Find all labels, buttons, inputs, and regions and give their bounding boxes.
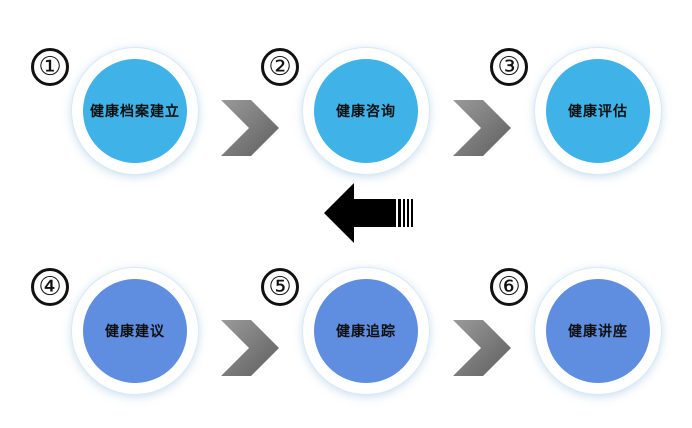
step-number-4: ④	[31, 268, 69, 306]
step-label-4: 健康建议	[105, 324, 165, 340]
step-node-fill: 健康档案建立	[83, 59, 187, 163]
step-node-fill: 健康建议	[83, 279, 187, 383]
chevron-right-icon	[221, 320, 279, 376]
step-node-fill: 健康咨询	[314, 59, 418, 163]
chevron-right-icon	[453, 100, 511, 156]
arrow-left-icon	[324, 183, 413, 243]
step-number-3: ③	[490, 48, 528, 86]
step-node-3: 健康评估	[535, 48, 661, 174]
step-number-6: ⑥	[490, 268, 528, 306]
step-node-6: 健康讲座	[535, 268, 661, 394]
step-label-2: 健康咨询	[336, 104, 396, 120]
chevron-right-icon	[221, 100, 279, 156]
step-number-1: ①	[31, 48, 69, 86]
step-label-1: 健康档案建立	[90, 104, 180, 120]
step-node-4: 健康建议	[72, 268, 198, 394]
step-number-5: ⑤	[261, 268, 299, 306]
step-node-5: 健康追踪	[303, 268, 429, 394]
step-node-fill: 健康评估	[546, 59, 650, 163]
step-node-fill: 健康追踪	[314, 279, 418, 383]
step-label-6: 健康讲座	[568, 324, 628, 340]
step-node-2: 健康咨询	[303, 48, 429, 174]
step-label-3: 健康评估	[568, 104, 628, 120]
step-node-1: 健康档案建立	[72, 48, 198, 174]
step-label-5: 健康追踪	[336, 324, 396, 340]
step-node-fill: 健康讲座	[546, 279, 650, 383]
step-number-2: ②	[261, 48, 299, 86]
chevron-right-icon	[453, 320, 511, 376]
